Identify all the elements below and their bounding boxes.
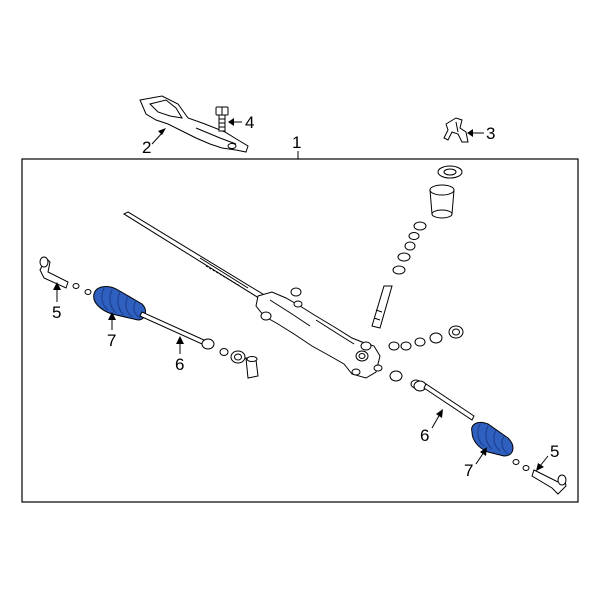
callout-6-left-arrow	[176, 336, 184, 344]
callout-7-left-arrow	[108, 312, 116, 320]
outer-tie-rod-end-right[interactable]	[512, 459, 567, 495]
callout-3-label: 3	[486, 124, 495, 143]
inner-tie-rod-right[interactable]	[413, 380, 475, 421]
heat-shield-part[interactable]	[139, 95, 249, 153]
callout-7-right-label: 7	[464, 461, 473, 480]
callout-7-left[interactable]: 7	[107, 312, 116, 350]
callout-2[interactable]: 2	[142, 128, 166, 157]
callout-5-right-arrow	[536, 463, 544, 471]
callout-5-left-arrow	[53, 282, 61, 290]
rack-boot-left[interactable]	[93, 286, 146, 321]
callout-7-left-label: 7	[107, 331, 116, 350]
callout-4-label: 4	[245, 113, 254, 132]
callout-5-left[interactable]: 5	[52, 282, 61, 322]
callout-5-left-label: 5	[52, 303, 61, 322]
callout-5-right-label: 5	[550, 442, 559, 461]
callout-3-arrow	[467, 129, 473, 137]
rack-boot-right[interactable]	[471, 421, 514, 457]
callout-2-arrow	[158, 128, 166, 135]
callout-6-right[interactable]: 6	[420, 409, 443, 445]
callout-7-right[interactable]: 7	[464, 447, 487, 480]
inner-tie-rod-left[interactable]	[139, 311, 259, 379]
callout-1-label: 1	[292, 133, 301, 152]
callout-6-left-label: 6	[175, 355, 184, 374]
callout-4-arrow	[228, 118, 234, 126]
callout-5-right[interactable]: 5	[536, 442, 559, 471]
callout-3[interactable]: 3	[467, 124, 495, 143]
callout-7-right-arrow	[480, 447, 487, 456]
callout-2-label: 2	[142, 138, 151, 157]
outer-tie-rod-end-left[interactable]	[39, 256, 92, 295]
bolt-part[interactable]	[215, 106, 229, 132]
steering-rack-assembly[interactable]	[122, 165, 464, 389]
callout-6-left[interactable]: 6	[175, 336, 184, 374]
assembly-frame	[21, 158, 579, 503]
callout-6-right-label: 6	[420, 426, 429, 445]
callout-1[interactable]: 1	[292, 133, 301, 159]
callout-6-right-leader	[431, 413, 441, 429]
callout-5-right-leader	[539, 455, 549, 467]
callout-7-right-leader	[475, 451, 485, 465]
callout-6-right-arrow	[436, 409, 443, 418]
bracket-part[interactable]	[443, 117, 469, 143]
callout-4[interactable]: 4	[228, 113, 254, 132]
